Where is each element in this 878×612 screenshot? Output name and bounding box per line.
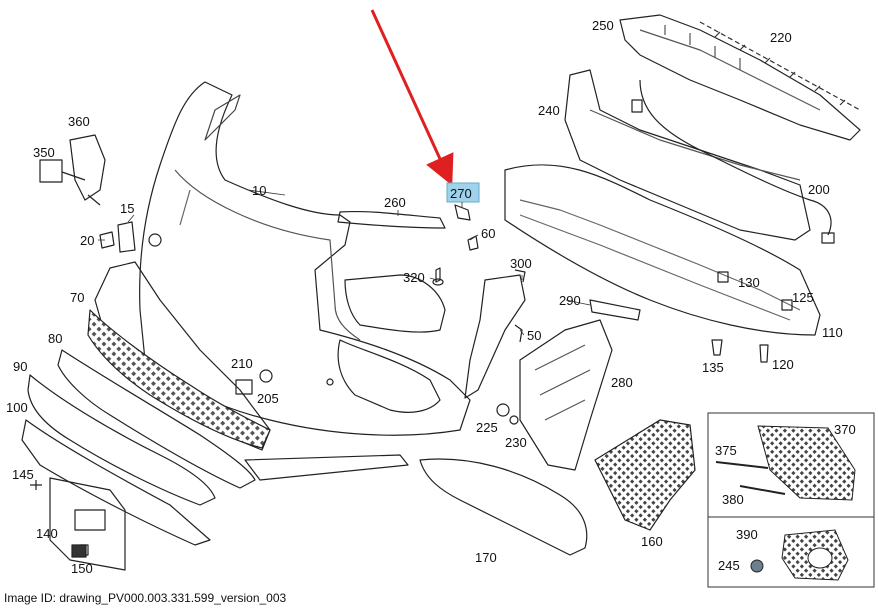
part-370-grille-insert <box>757 425 856 501</box>
label-part-390: 390 <box>736 527 758 542</box>
part-210-sensor <box>259 369 273 383</box>
label-part-145: 145 <box>12 467 34 482</box>
label-part-360: 360 <box>68 114 90 129</box>
label-part-170: 170 <box>475 550 497 565</box>
part-245-cap <box>750 559 764 573</box>
part-90-strip <box>57 349 256 489</box>
part-290-bracket <box>589 299 641 321</box>
highlight-arrow <box>370 9 454 186</box>
inset-box-lower <box>707 516 875 588</box>
part-20-clip <box>99 231 115 249</box>
label-part-15: 15 <box>120 201 134 216</box>
label-part-125: 125 <box>792 290 814 305</box>
part-220-upper-cover <box>619 14 861 141</box>
part-140-plate-bracket <box>49 477 126 571</box>
part-300-side-bracket <box>464 274 526 399</box>
part-350-module <box>39 159 63 183</box>
part-80-grille-mesh <box>87 309 271 449</box>
part-360-bracket <box>69 134 106 201</box>
part-10-bumper-cover <box>139 81 471 436</box>
label-part-10: 10 <box>252 183 266 198</box>
label-part-350: 350 <box>33 145 55 160</box>
label-part-80: 80 <box>48 331 62 346</box>
part-205-sensor-holder <box>235 379 253 395</box>
label-part-140: 140 <box>36 526 58 541</box>
label-part-50: 50 <box>527 328 541 343</box>
part-260-trim-strip <box>337 210 446 229</box>
part-10-upper-opening <box>344 274 446 333</box>
label-part-375: 375 <box>715 443 737 458</box>
part-280-bracket <box>519 319 613 471</box>
part-100-lower-lip <box>21 419 211 546</box>
part-240-carrier <box>564 69 811 241</box>
label-part-90: 90 <box>13 359 27 374</box>
part-270-clip <box>454 204 471 221</box>
label-part-290: 290 <box>559 293 581 308</box>
label-part-250: 250 <box>592 18 614 33</box>
part-225-sensor <box>496 403 510 417</box>
label-part-280: 280 <box>611 375 633 390</box>
part-160-side-grille <box>594 419 696 531</box>
label-part-160: 160 <box>641 534 663 549</box>
part-380-trim <box>739 485 786 495</box>
image-id-caption: Image ID: drawing_PV000.003.331.599_vers… <box>4 591 287 605</box>
label-part-70: 70 <box>70 290 84 305</box>
label-part-150: 150 <box>71 561 93 576</box>
part-230-ring <box>509 415 519 425</box>
label-part-245: 245 <box>718 558 740 573</box>
label-part-135: 135 <box>702 360 724 375</box>
label-part-225: 225 <box>476 420 498 435</box>
label-part-240: 240 <box>538 103 560 118</box>
inset-box-upper <box>707 412 875 518</box>
label-part-270: 270 <box>450 186 472 201</box>
label-part-230: 230 <box>505 435 527 450</box>
part-110-undertray <box>504 164 821 336</box>
label-part-20: 20 <box>80 233 94 248</box>
label-part-205: 205 <box>257 391 279 406</box>
part-200-wiring <box>639 79 832 236</box>
part-375-trim <box>715 461 769 469</box>
part-170-center-strip <box>244 454 409 481</box>
label-part-300: 300 <box>510 256 532 271</box>
label-part-200: 200 <box>808 182 830 197</box>
label-part-260: 260 <box>384 195 406 210</box>
label-part-370: 370 <box>834 422 856 437</box>
part-130-clip <box>717 271 729 283</box>
label-part-110: 110 <box>822 325 843 340</box>
part-170-lower-trim <box>419 458 588 556</box>
label-part-130: 130 <box>738 275 760 290</box>
part-135-clip <box>711 339 723 356</box>
highlight-box <box>446 182 480 203</box>
label-part-60: 60 <box>481 226 495 241</box>
part-10-fog-opening <box>337 339 441 413</box>
label-part-100: 100 <box>6 400 28 415</box>
label-part-380: 380 <box>722 492 744 507</box>
label-part-210: 210 <box>231 356 253 371</box>
part-125-clip <box>781 299 793 311</box>
label-part-120: 120 <box>772 357 794 372</box>
part-120-clip <box>759 344 769 363</box>
label-part-320: 320 <box>403 270 425 285</box>
part-100-spoiler <box>27 374 216 506</box>
part-15-clip <box>117 221 136 253</box>
label-part-220: 220 <box>770 30 792 45</box>
